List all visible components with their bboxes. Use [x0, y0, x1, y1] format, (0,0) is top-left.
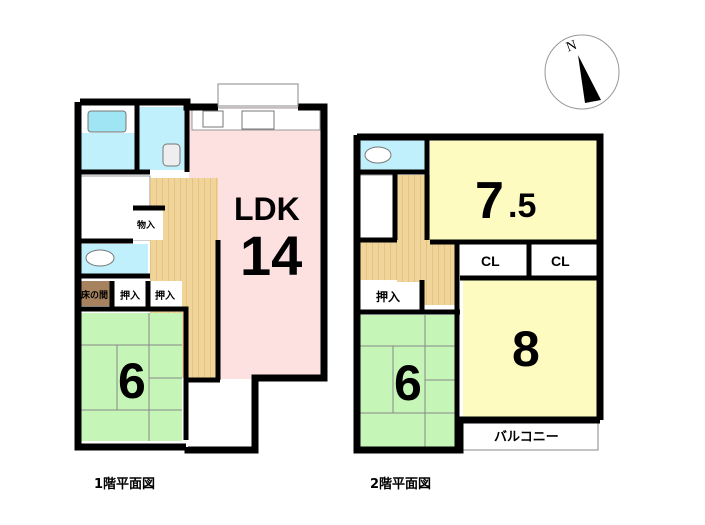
- closet-2f-label: 押入: [376, 289, 400, 304]
- closet-1-label: 押入: [120, 289, 140, 302]
- tokonoma-label: 床の間: [81, 289, 108, 300]
- tatami-lines: [80, 313, 182, 441]
- ldk-size: 14: [240, 224, 302, 287]
- kitchen-sink: [241, 110, 275, 130]
- closet-2-label: 押入: [155, 289, 175, 302]
- exterior-wall-2f: [353, 133, 604, 454]
- closet-2: [149, 281, 182, 309]
- storage-label: 物入: [137, 219, 155, 230]
- tatami-size-1f: 6: [118, 353, 146, 409]
- interior-walls-2f: [357, 137, 600, 450]
- bay-window: [217, 83, 299, 107]
- north-arrow-icon: [578, 55, 601, 103]
- compass-north-label: N: [564, 38, 579, 56]
- room-7-5-size-int: 7: [475, 172, 504, 230]
- balcony: [462, 420, 599, 451]
- floor-1: LDK 14 物入 床の間 押入 押入 6: [74, 83, 328, 454]
- room-8: [463, 280, 598, 418]
- tokonoma: [80, 281, 112, 306]
- floor-1-caption: 1階平面図: [94, 477, 156, 492]
- bathtub: [87, 110, 127, 133]
- balcony-label: バルコニー: [494, 429, 559, 444]
- cl-1-label: CL: [481, 253, 500, 269]
- tatami-room-1f: [80, 313, 182, 441]
- entrance: [188, 382, 254, 447]
- cl-2-label: CL: [551, 253, 570, 269]
- tatami-size-2f: 6: [394, 355, 422, 411]
- closet-cl-2: [532, 245, 596, 275]
- stove: [202, 110, 224, 128]
- closet-1: [114, 281, 147, 309]
- toilet-bowl: [85, 249, 115, 267]
- floor-2-caption: 2階平面図: [370, 477, 432, 492]
- room-7-5: [430, 140, 598, 240]
- compass: N: [544, 34, 620, 110]
- room-7-5-size-dec: .5: [508, 187, 536, 225]
- interior-walls-1f: [78, 102, 221, 440]
- closet-2f: [360, 282, 422, 310]
- hallway-2f-b: [360, 240, 420, 280]
- toilet-bowl-2f: [364, 146, 392, 164]
- stairs-2f: [356, 174, 398, 240]
- wash-basin: [162, 143, 181, 167]
- ldk-label: LDK: [234, 191, 300, 227]
- room-8-size: 8: [512, 321, 540, 377]
- bath-floor: [81, 133, 136, 170]
- tatami-room-2f: [360, 315, 457, 449]
- exterior-wall-1f: [74, 98, 328, 454]
- tatami-lines-2f: [360, 315, 457, 449]
- floor-2: 7 .5 CL CL 押入 8 6 バルコニー: [353, 133, 604, 454]
- closet-cl-1: [460, 245, 526, 275]
- storage: [133, 208, 163, 240]
